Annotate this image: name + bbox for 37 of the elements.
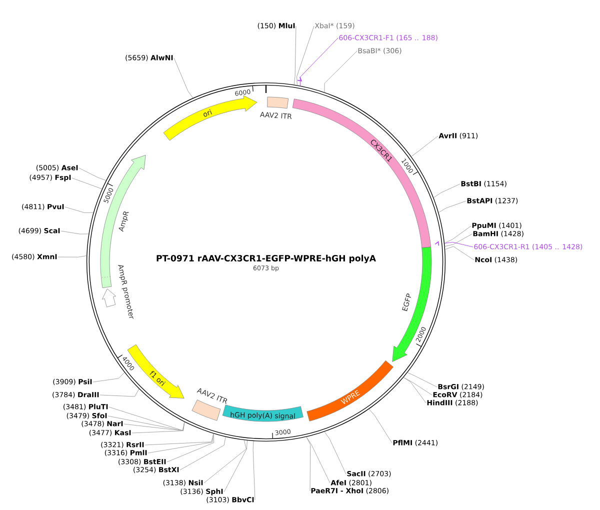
leader-line [108, 416, 185, 431]
leader-line [403, 377, 432, 396]
leader-line [174, 58, 194, 98]
leader-line [444, 234, 472, 247]
plasmid-title: PT-0971 rAAV-CX3CR1-EGFP-WPRE-hGH polyA [156, 254, 376, 264]
leader-line [58, 255, 87, 258]
leader-line [300, 38, 338, 86]
leader-line [64, 206, 94, 213]
leader-line [294, 26, 296, 85]
leader-line [108, 406, 185, 431]
leader-line [144, 433, 214, 446]
leader-line [306, 436, 330, 484]
leader-line [410, 136, 438, 157]
leader-line [180, 436, 226, 470]
leader-line [60, 230, 89, 234]
leader-line [444, 246, 474, 260]
leader-line [368, 408, 392, 444]
leader-line [444, 226, 472, 244]
leader-line [444, 242, 474, 248]
leader-line [252, 440, 256, 500]
leader-line [100, 388, 140, 397]
leader-line [296, 26, 314, 86]
leader-line [148, 433, 214, 454]
leader-line [78, 168, 106, 181]
leader-line [438, 200, 466, 213]
leader-line [306, 436, 311, 492]
leader-line [204, 440, 247, 484]
leader-line [324, 50, 358, 93]
leader-line [92, 372, 125, 382]
leader-line [407, 372, 438, 388]
leader-line [124, 422, 185, 431]
leader-line [433, 184, 460, 198]
leader-line [324, 431, 346, 474]
leader-line [224, 440, 248, 492]
leader-line [166, 433, 214, 462]
leader-line [403, 377, 426, 404]
leader-line [72, 178, 102, 190]
